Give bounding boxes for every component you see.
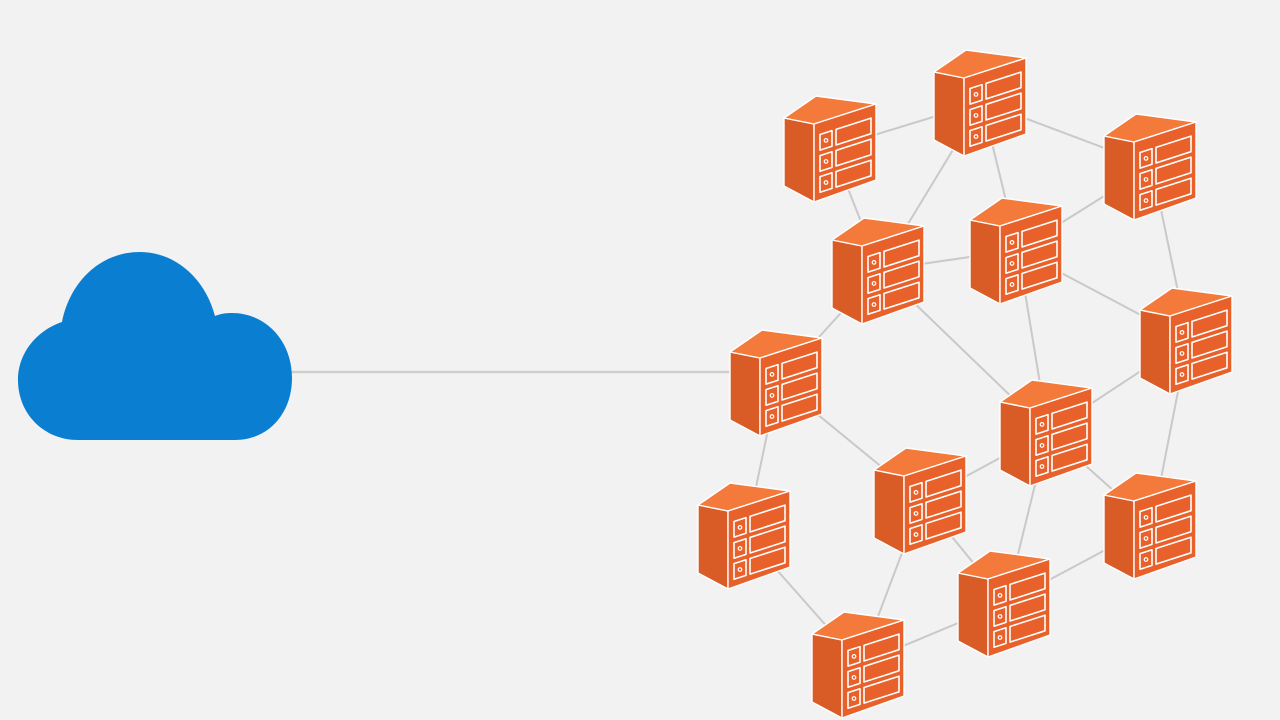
server-node-icon bbox=[1139, 287, 1233, 395]
server-node-icon bbox=[783, 95, 877, 203]
server-node-icon bbox=[831, 217, 925, 325]
server-node-icon bbox=[1103, 472, 1197, 580]
server-node-icon bbox=[957, 550, 1051, 658]
server-node-icon bbox=[969, 197, 1063, 305]
server-node-icon bbox=[697, 482, 791, 590]
server-node-icon bbox=[933, 49, 1027, 157]
server-node-icon bbox=[811, 611, 905, 719]
cloud-icon bbox=[18, 252, 292, 440]
server-node-icon bbox=[873, 447, 967, 555]
server-node-icon bbox=[999, 379, 1093, 487]
server-nodes bbox=[697, 49, 1233, 719]
server-node-icon bbox=[729, 329, 823, 437]
server-node-icon bbox=[1103, 113, 1197, 221]
